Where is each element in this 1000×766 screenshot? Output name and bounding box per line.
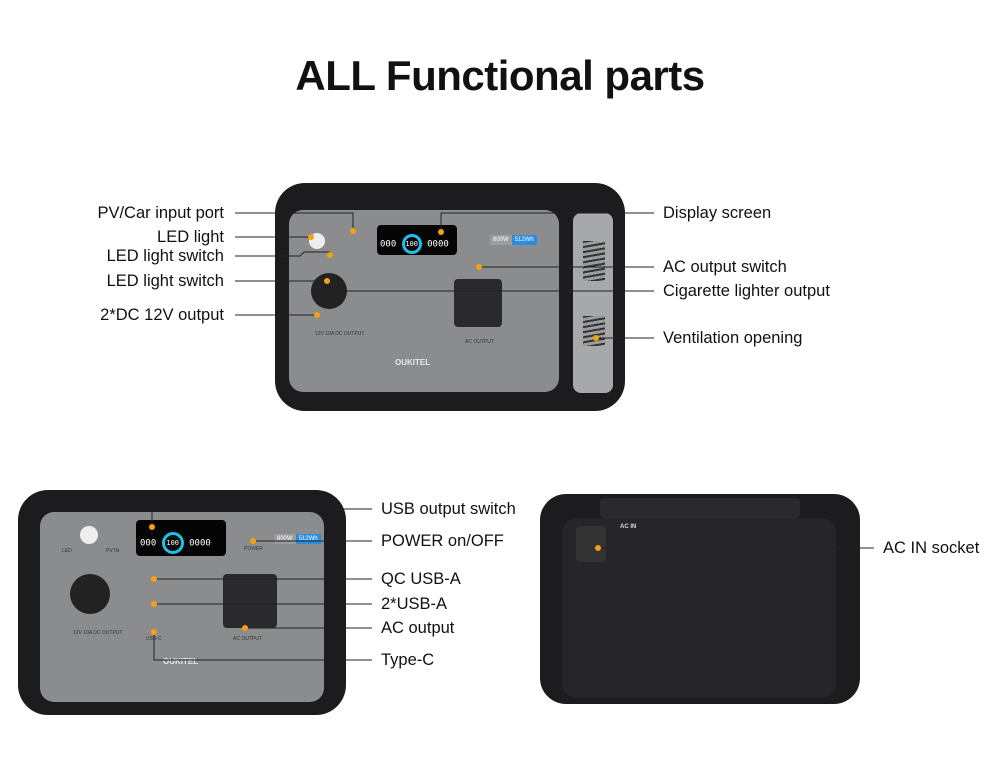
led-light xyxy=(80,526,98,544)
callout-dot xyxy=(151,601,157,607)
label-type-c: Type-C xyxy=(381,651,435,669)
label-led-light-switch: LED light switch xyxy=(106,247,224,265)
display-center-value: 100 xyxy=(161,532,184,554)
watt-text: 800W xyxy=(274,534,296,544)
label-ac-output-switch: AC output switch xyxy=(663,258,787,276)
dc-output-text: 12V 10A DC OUTPUT xyxy=(73,630,123,636)
label-qc-usb-a: QC USB-A xyxy=(381,570,461,588)
display-left-value: 000 xyxy=(380,239,397,250)
callout-dot xyxy=(250,538,256,544)
callout-dot xyxy=(149,524,155,530)
ac-socket xyxy=(454,279,502,327)
ac-in-socket xyxy=(576,526,606,562)
callout-dot xyxy=(438,229,444,235)
capacity-text: 512Wh xyxy=(511,235,537,245)
callout-dot xyxy=(314,312,320,318)
label-display-screen: Display screen xyxy=(663,204,772,222)
ac-output-text: AC OUTPUT xyxy=(465,339,494,345)
watt-text: 800W xyxy=(490,235,512,245)
callout-dot xyxy=(308,234,314,240)
callout-dot xyxy=(476,264,482,270)
label-led-light-switch-2: LED light switch xyxy=(106,272,224,290)
label-dc-12v-output: 2*DC 12V output xyxy=(100,306,224,324)
power-text: POWER xyxy=(244,546,263,552)
label-power-on-off: POWER on/OFF xyxy=(381,532,504,550)
label-ventilation-opening: Ventilation opening xyxy=(663,329,803,347)
callout-dot xyxy=(595,545,601,551)
label-cigarette-lighter-output: Cigarette lighter output xyxy=(663,282,830,300)
power-station-front-view: 000 100 0000 800W 512Wh POWER LED PV IN … xyxy=(18,490,346,720)
capacity-text: 512Wh xyxy=(295,534,321,544)
label-ac-output: AC output xyxy=(381,619,455,637)
led-text: LED xyxy=(62,548,72,554)
callout-dot xyxy=(151,629,157,635)
page-title: ALL Functional parts xyxy=(295,52,705,99)
brand-logo: OUKITEL xyxy=(395,358,431,367)
ac-socket xyxy=(223,574,277,628)
callout-dot xyxy=(151,576,157,582)
display-center-value: 100 xyxy=(401,234,422,254)
capacity-badge: 800W 512Wh xyxy=(490,235,537,245)
label-ac-in-socket: AC IN socket xyxy=(883,539,980,557)
brand-logo: OUKITEL xyxy=(163,657,199,666)
dc-output-text: 12V 10A DC OUTPUT xyxy=(315,331,365,337)
callout-dot xyxy=(242,625,248,631)
label-2-usb-a: 2*USB-A xyxy=(381,595,448,613)
cigarette-lighter-socket xyxy=(70,574,110,614)
callout-dot xyxy=(593,335,599,341)
display-left-value: 000 xyxy=(140,538,157,549)
ac-output-text: AC OUTPUT xyxy=(233,636,262,642)
capacity-badge: 800W 512Wh xyxy=(274,534,321,544)
pv-in-text: PV IN xyxy=(106,548,120,554)
callout-dot xyxy=(324,278,330,284)
display-right-value: 0000 xyxy=(189,538,211,549)
callout-dot xyxy=(327,252,333,258)
display-right-value: 0000 xyxy=(427,239,449,250)
power-station-angled-view: 000 100 0000 800W 512Wh 12V 10A DC OUTPU… xyxy=(275,183,625,413)
label-usb-output-switch: USB output switch xyxy=(381,500,516,518)
label-pv-car-input-port: PV/Car input port xyxy=(97,204,224,222)
label-led-light: LED light xyxy=(157,228,224,246)
ac-in-text: AC IN xyxy=(620,524,637,530)
callout-dot xyxy=(350,228,356,234)
